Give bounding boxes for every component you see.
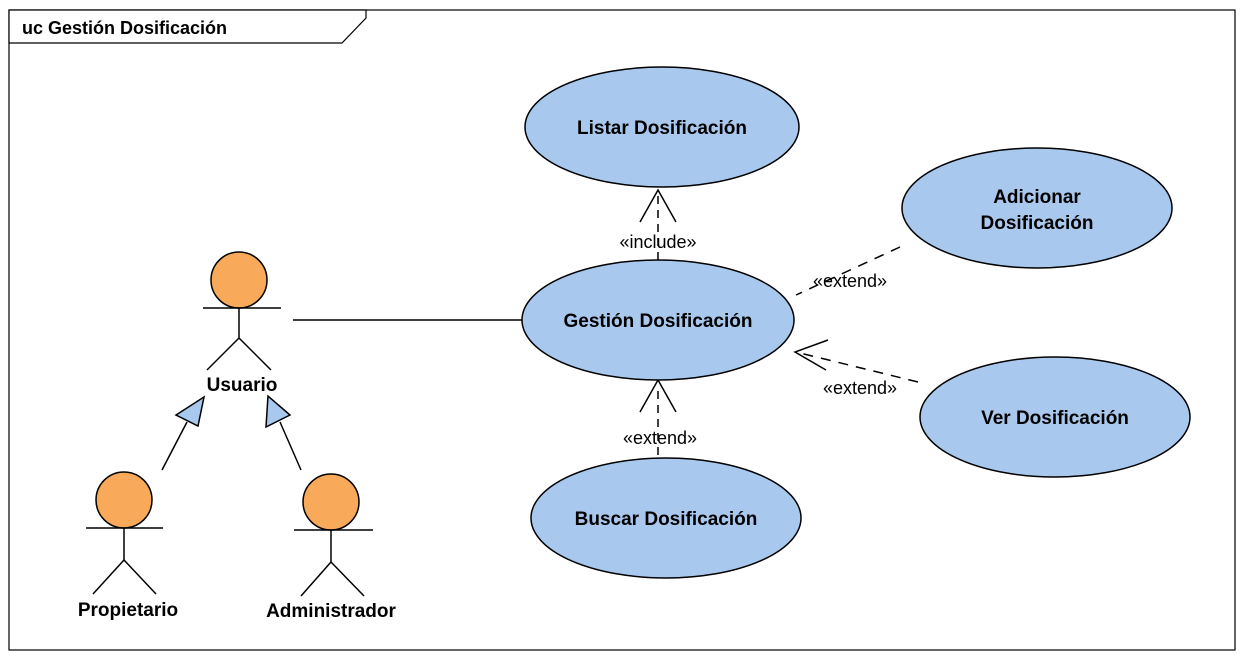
- usecase-listar[interactable]: Listar Dosificación: [524, 66, 800, 188]
- actor-usuario-head: [210, 251, 268, 309]
- generalization-propietario-line: [161, 421, 188, 471]
- actor-usuario[interactable]: Usuario: [203, 251, 281, 396]
- usecase-adicionar[interactable]: Adicionar Dosificación: [901, 147, 1173, 269]
- extend-ver-label: «extend»: [823, 378, 897, 398]
- generalization-propietario-arrowhead: [174, 395, 206, 428]
- actor-usuario-label: Usuario: [207, 375, 278, 396]
- extend-ver-line: [799, 352, 919, 383]
- generalization-administrador-line: [279, 421, 302, 471]
- usecase-adicionar-label-2: Dosificación: [981, 213, 1094, 234]
- extend-ver-arrowhead: [793, 339, 829, 371]
- usecase-listar-label: Listar Dosificación: [577, 118, 747, 139]
- extend-adicionar-label: «extend»: [813, 271, 887, 291]
- usecase-gestion[interactable]: Gestión Dosificación: [521, 259, 795, 381]
- actor-propietario-head: [95, 471, 153, 529]
- usecase-ver[interactable]: Ver Dosificación: [919, 356, 1191, 478]
- generalization-administrador-arrowhead: [265, 394, 292, 429]
- actor-administrador[interactable]: Administrador: [266, 473, 397, 622]
- frame-title: uc Gestión Dosificación: [22, 18, 227, 38]
- usecase-buscar[interactable]: Buscar Dosificación: [530, 457, 802, 579]
- frame-title-tab: [8, 9, 367, 44]
- extend-buscar-label: «extend»: [623, 428, 697, 448]
- actor-propietario[interactable]: Propietario: [78, 471, 178, 621]
- usecase-buscar-label: Buscar Dosificación: [575, 509, 758, 530]
- usecase-adicionar-label-1: Adicionar: [993, 187, 1081, 208]
- usecase-ver-label: Ver Dosificación: [981, 408, 1129, 429]
- actor-propietario-label: Propietario: [78, 600, 178, 621]
- include-label: «include»: [619, 232, 696, 252]
- include-arrowhead: [639, 188, 677, 223]
- actor-administrador-head: [302, 473, 360, 531]
- actor-administrador-label: Administrador: [266, 601, 396, 622]
- extend-adicionar-line: [795, 246, 901, 296]
- usecase-gestion-label: Gestión Dosificación: [564, 311, 753, 332]
